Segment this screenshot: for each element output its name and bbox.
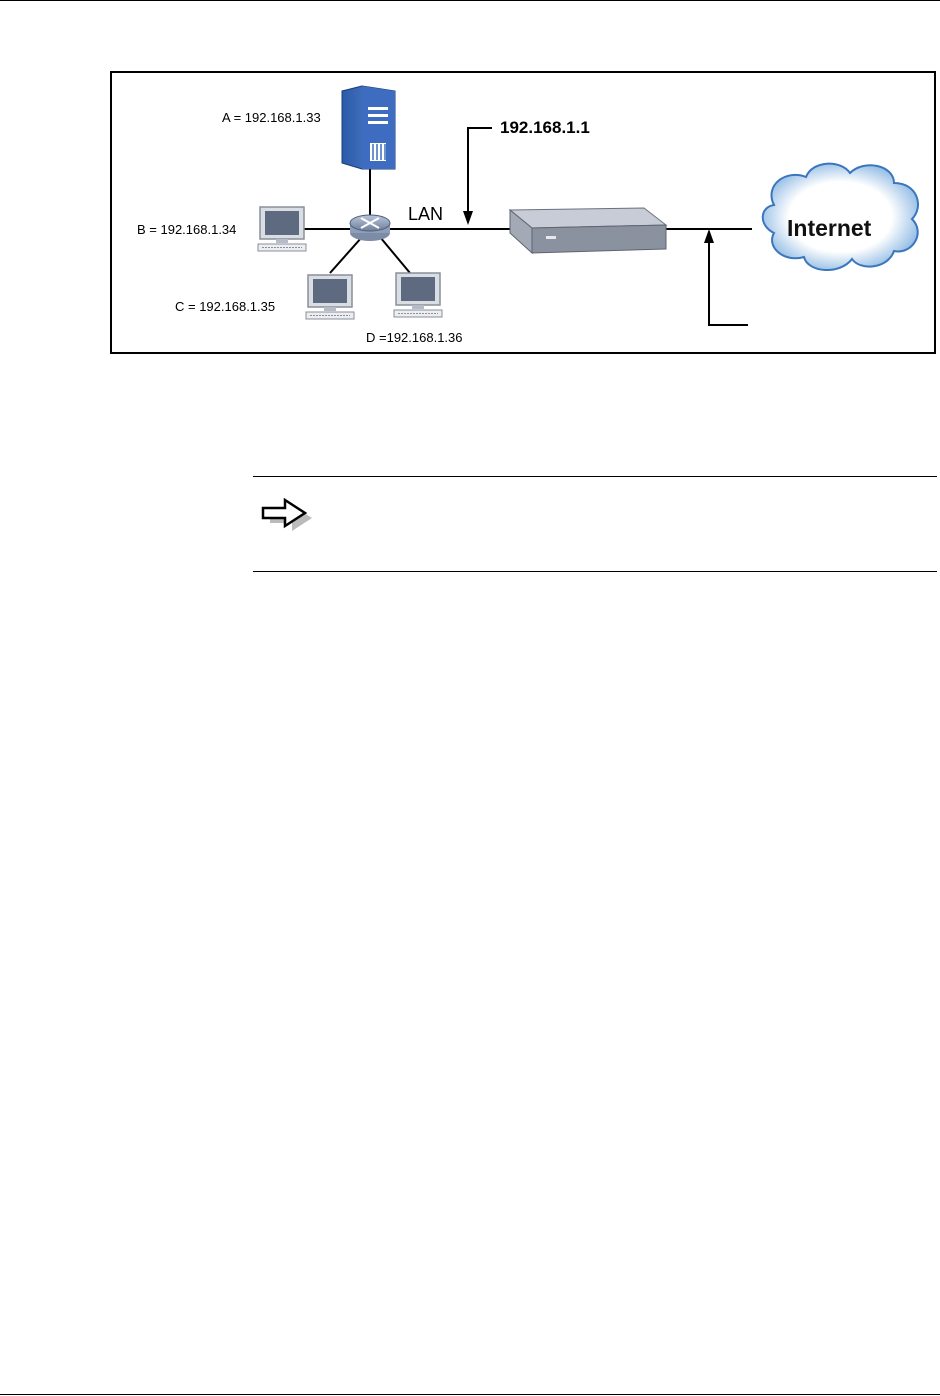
- host-c-label: C = 192.168.1.35: [175, 299, 276, 314]
- internet-label: Internet: [787, 215, 872, 241]
- computer-icon-d: [393, 272, 443, 318]
- diagram-canvas: [257, 85, 919, 326]
- page-bottom-rule: [0, 1394, 940, 1395]
- arrow-right-icon: [261, 497, 312, 531]
- network-diagram: A = 192.168.1.33 B = 192.168.1.34 C = 19…: [110, 71, 936, 354]
- gateway-ip-arrow: [467, 127, 492, 221]
- host-a-label: A = 192.168.1.33: [222, 110, 321, 125]
- lan-label: LAN: [408, 204, 444, 224]
- page-top-rule: [0, 0, 940, 1]
- note-box: [253, 476, 937, 572]
- link-d-hub: [379, 236, 411, 274]
- wan-arrowhead: [704, 229, 714, 243]
- host-d-label: D =192.168.1.36: [366, 330, 463, 345]
- server-icon: [341, 85, 396, 170]
- wan-arrow: [708, 235, 748, 326]
- cloud-icon: [761, 162, 919, 272]
- computer-icon-b: [257, 206, 307, 252]
- link-c-hub: [329, 236, 363, 274]
- computer-icon-c: [305, 274, 355, 320]
- hub-icon: [349, 214, 391, 241]
- gateway-arrowhead: [463, 211, 473, 225]
- router-icon: [508, 207, 668, 255]
- links: [304, 169, 752, 274]
- host-b-label: B = 192.168.1.34: [137, 222, 237, 237]
- gateway-ip-label: 192.168.1.1: [500, 118, 590, 137]
